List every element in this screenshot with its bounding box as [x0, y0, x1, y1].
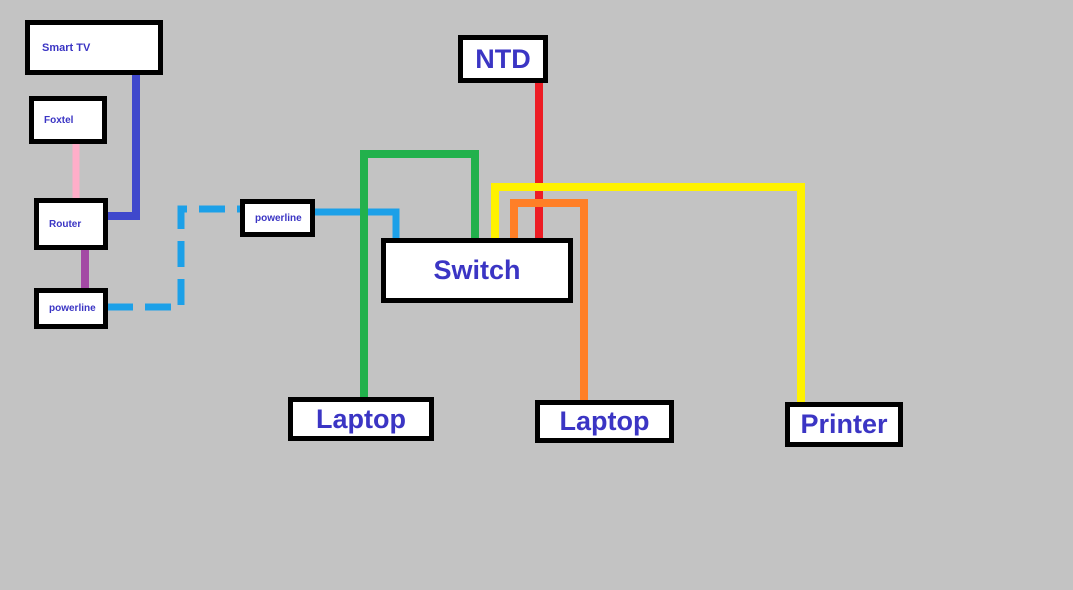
device-label-switch: Switch — [433, 255, 521, 285]
device-label-powerline-mid: powerline — [255, 212, 302, 224]
device-powerline-mid[interactable]: powerline — [240, 199, 315, 237]
device-printer[interactable]: Printer — [785, 402, 903, 447]
device-ntd[interactable]: NTD — [458, 35, 548, 83]
device-switch[interactable]: Switch — [381, 238, 573, 303]
device-label-powerline-left: powerline — [49, 303, 96, 314]
device-smart-tv[interactable]: Smart TV — [25, 20, 163, 75]
cable-smarttv-router — [105, 72, 140, 220]
device-label-router: Router — [49, 218, 82, 230]
device-powerline-left[interactable]: powerline — [34, 288, 108, 329]
device-router[interactable]: Router — [34, 198, 108, 250]
device-label-laptop-right: Laptop — [559, 406, 650, 436]
device-laptop-left[interactable]: Laptop — [288, 397, 434, 441]
device-label-foxtel: Foxtel — [44, 114, 74, 126]
cable-powerline-link — [107, 205, 241, 311]
cable-powerline-switch — [314, 208, 400, 240]
device-label-ntd: NTD — [475, 43, 531, 74]
device-label-printer: Printer — [800, 409, 888, 439]
device-label-smart-tv: Smart TV — [42, 41, 91, 54]
device-laptop-right[interactable]: Laptop — [535, 400, 674, 443]
device-label-laptop-left: Laptop — [316, 403, 406, 434]
device-foxtel[interactable]: Foxtel — [29, 96, 107, 144]
